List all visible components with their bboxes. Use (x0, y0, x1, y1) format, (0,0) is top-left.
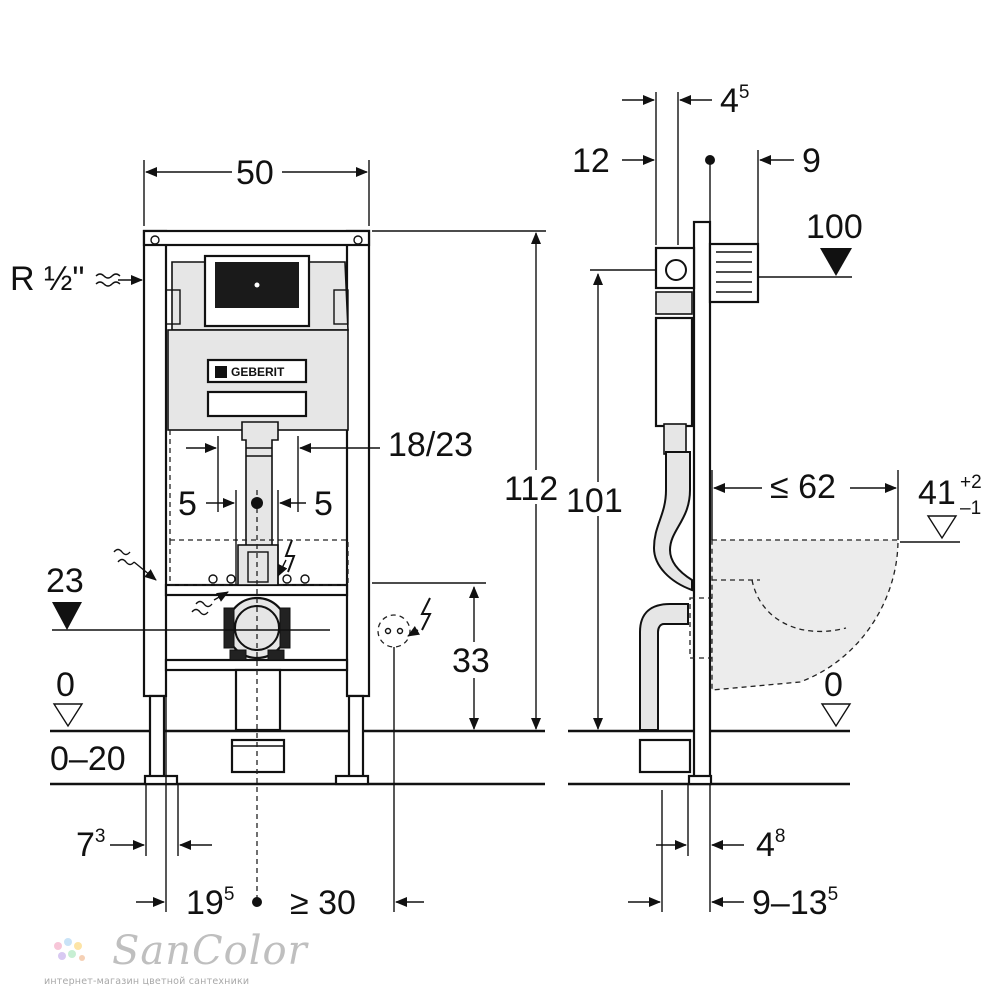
floor-range-label: 0–20 (50, 740, 126, 778)
drain-bend (223, 596, 291, 774)
side-height-label: 101 (566, 482, 623, 520)
flush-pipe (241, 421, 279, 561)
dim-100-label: 100 (806, 208, 863, 246)
water-inlet-icon (113, 548, 229, 616)
brand-logo-text: GEBERIT (231, 365, 285, 379)
side-view: 45 12 9 100 101 ≤ 62 41 +2 –1 0 (566, 82, 982, 922)
electrical-socket-icon (377, 597, 432, 912)
inlet-height-label: 23 (46, 562, 84, 600)
pipe-spacing-label: 18/23 (388, 426, 473, 464)
offset-right-label: 5 (314, 485, 333, 523)
top-offset-label: 45 (720, 82, 750, 120)
side-floor-level-label: 0 (824, 666, 843, 704)
bowl-height-tol-lower: –1 (960, 498, 981, 519)
bowl-height-label: 41 (918, 474, 956, 512)
inlet-label: R ½" (10, 260, 84, 298)
axis-point (251, 497, 263, 509)
front-view: GEBERIT (10, 154, 564, 922)
electric-icon (277, 539, 296, 577)
socket-height-label: 33 (452, 642, 490, 680)
watermark-title: SanColor (112, 928, 308, 974)
bottom-offset-a-label: 48 (756, 826, 786, 864)
watermark: SanColor интернет-магазин цветной сантех… (44, 928, 364, 998)
floor-level-label: 0 (56, 666, 75, 704)
brand-logo-icon (215, 366, 227, 378)
max-depth-label: ≤ 62 (770, 468, 836, 506)
watermark-dots-icon (54, 938, 85, 961)
min-distance-label: ≥ 30 (290, 884, 356, 922)
dim-12-label: 12 (572, 142, 610, 180)
watermark-subtitle: интернет-магазин цветной сантехники (44, 976, 250, 987)
width-label: 50 (236, 154, 274, 192)
bowl-height-tol-upper: +2 (960, 472, 982, 493)
offset-left-label: 5 (178, 485, 197, 523)
total-height-label: 112 (504, 470, 558, 508)
axis-offset-label: 195 (186, 884, 234, 922)
leg-offset-label: 73 (76, 826, 106, 864)
cistern: GEBERIT (165, 254, 349, 431)
dim-9-label: 9 (802, 142, 821, 180)
frame-post (692, 220, 712, 784)
bottom-offset-b-label: 9–135 (752, 884, 838, 922)
